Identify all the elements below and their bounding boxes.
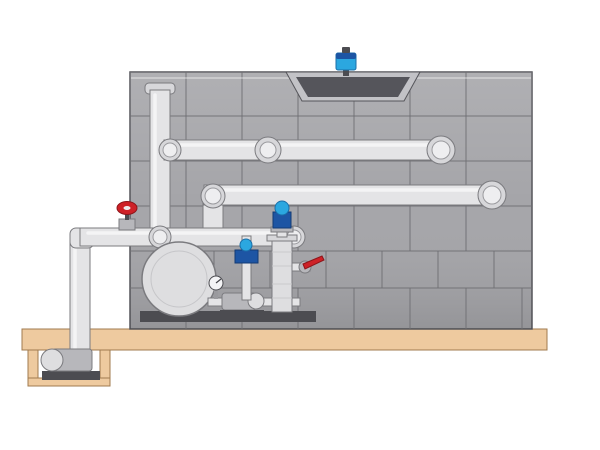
gate-valve	[116, 201, 138, 231]
middle-pipe-end-cap-inner	[482, 185, 502, 205]
butterfly-valve-body	[234, 249, 259, 264]
pit-pump	[40, 348, 100, 380]
upper-pipe-end-cap-inner	[431, 140, 451, 160]
riser	[144, 82, 176, 239]
pump-skid	[140, 234, 325, 322]
gate-valve-hub	[123, 206, 131, 210]
booster-column-flanges	[272, 251, 292, 299]
middle-pipe-elbow-inner	[204, 187, 222, 205]
upper-pipe-run	[163, 139, 439, 161]
gate-valve-bonnet	[118, 218, 136, 231]
transfer-pump-base	[220, 310, 264, 314]
tank-opening-cavity	[296, 77, 410, 97]
level-sensor-band	[336, 53, 356, 59]
level-sensor	[335, 47, 357, 76]
upper-pipe-riser-flange-inner	[162, 142, 178, 158]
booster-column	[271, 239, 293, 313]
pressure-gauge-needle	[215, 278, 222, 284]
drain-valve-red-lever	[302, 255, 325, 270]
level-sensor-stem	[343, 69, 349, 76]
filter-vessel-ring	[150, 250, 208, 308]
control-valve-actuator	[274, 200, 290, 216]
valve-branch-pipe	[241, 235, 252, 301]
butterfly-valve-handle	[239, 238, 253, 252]
transfer-pump-motor	[247, 292, 265, 310]
gauge-stem	[214, 288, 218, 299]
middle-pipe-run	[203, 184, 491, 206]
pit-pump-end-cap	[40, 348, 64, 372]
upper-pipe	[158, 135, 456, 165]
riser-pipe	[149, 89, 171, 239]
tank-vertical-seams	[185, 72, 467, 251]
foundation-slab	[21, 328, 548, 351]
skid-base-frame	[140, 311, 316, 322]
control-valve	[270, 200, 294, 238]
suction-tee-flange-inner	[152, 229, 168, 245]
filter-vessel	[141, 241, 217, 317]
level-sensor-cap	[342, 47, 350, 53]
suction-drop	[69, 236, 91, 356]
tank-horizontal-seams	[130, 115, 532, 289]
middle-pipe	[200, 180, 507, 237]
upper-pipe-coupling-inner	[259, 141, 277, 159]
drop-pipe	[69, 236, 91, 356]
pit-pump-stand	[42, 371, 100, 380]
